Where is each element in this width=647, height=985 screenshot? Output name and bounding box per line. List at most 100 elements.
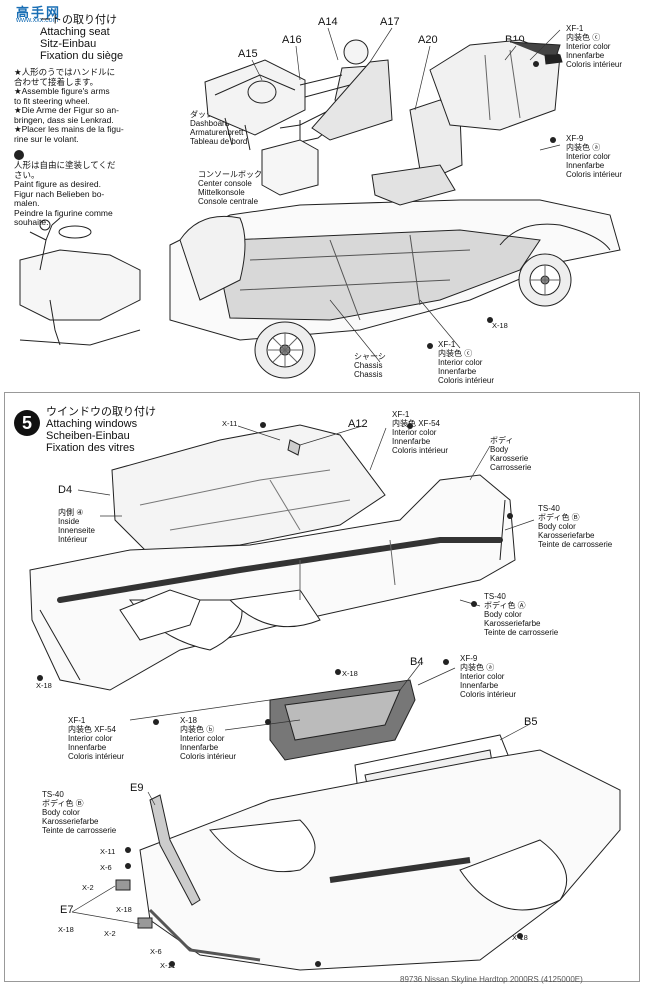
- paint-callout-xf9: XF-9 内装色 ⓐ Interior color Innenfarbe Col…: [566, 134, 622, 179]
- callout-x11: X-11: [160, 961, 176, 970]
- step4-title-de: Sitz-Einbau: [40, 38, 97, 50]
- callout-x18: X-18: [58, 925, 74, 934]
- label-line: 内装色 ⓐ: [460, 663, 495, 672]
- label-line: Coloris intérieur: [438, 376, 495, 385]
- label-line: XF-1: [566, 24, 584, 33]
- label-line: Innenfarbe: [460, 681, 499, 690]
- paint-callout-ts40-b-top: TS-40 ボディ色 Ⓑ Body color Karosseriefarbe …: [538, 504, 612, 549]
- label-line: Innenfarbe: [438, 367, 477, 376]
- label-line: Innenfarbe: [68, 743, 107, 752]
- note-line: Paint figure as desired.: [14, 179, 101, 189]
- step4-drawing: [19, 27, 621, 379]
- step5-title-de: Scheiben-Einbau: [46, 430, 130, 442]
- step4-title-en: Attaching seat: [40, 26, 110, 38]
- note-line: さい。: [14, 169, 40, 180]
- step4-title-fr: Fixation du siège: [40, 50, 124, 62]
- part-label-a20: A20: [418, 34, 438, 46]
- note-line: 人形は自由に塗装してくだ: [14, 160, 116, 170]
- label-line: Body color: [42, 808, 80, 817]
- paint-icon: [14, 150, 24, 160]
- callout-x6: X-6: [150, 947, 162, 956]
- site-logo: 高手网 www.xxx.com: [12, 2, 84, 28]
- part-label-b5: B5: [524, 716, 538, 728]
- label-line: XF-9: [566, 134, 584, 143]
- label-line: 内装色 XF-54: [392, 419, 441, 428]
- label-line: Innenseite: [58, 526, 95, 535]
- label-line: Interior color: [460, 672, 505, 681]
- note-line: to fit steering wheel.: [14, 95, 90, 106]
- label-line: Interior color: [566, 152, 611, 161]
- inside-label: 内側 ④ Inside Innenseite Intérieur: [58, 508, 95, 544]
- label-line: Teinte de carrosserie: [42, 826, 117, 835]
- part-label-d4: D4: [58, 484, 73, 496]
- note-line: ★人形のうではハンドルに: [14, 67, 116, 77]
- label-line: Armaturenbrett: [190, 128, 244, 137]
- label-line: Teinte de carrosserie: [484, 628, 559, 637]
- label-line: Interior color: [438, 358, 483, 367]
- paint-callout-x18-b: X-18 内装色 ⓑ Interior color Innenfarbe Col…: [180, 716, 236, 761]
- note-line: ★Die Arme der Figur so an-: [14, 105, 119, 115]
- note-line: Figur nach Belieben bo-: [14, 188, 105, 199]
- label-line: ボディ: [490, 436, 514, 445]
- label-line: Mittelkonsole: [198, 188, 245, 197]
- label-line: Coloris intérieur: [180, 752, 237, 761]
- step5-title-fr: Fixation des vitres: [46, 442, 135, 454]
- callout-x2: X-2: [82, 883, 94, 892]
- label-line: Intérieur: [58, 535, 88, 544]
- step5-number: 5: [14, 410, 40, 436]
- label-line: Coloris intérieur: [392, 446, 449, 455]
- paint-callout-ts40-a: TS-40 ボディ色 Ⓐ Body color Karosseriefarbe …: [484, 592, 558, 637]
- part-label-a15: A15: [238, 48, 258, 60]
- label-line: Innenfarbe: [566, 161, 605, 170]
- light-e7-drawing: [115, 879, 153, 929]
- label-line: ボディ色 Ⓑ: [538, 513, 580, 522]
- paint-callout-xf1-top: XF-1 内装色 ⓒ Interior color Innenfarbe Col…: [566, 24, 622, 69]
- figure-inset-sketch: [19, 217, 141, 346]
- bumper-e9-drawing: [149, 794, 201, 906]
- label-line: Coloris intérieur: [460, 690, 517, 699]
- label-line: TS-40: [42, 790, 64, 799]
- label-line: 内装色 ⓐ: [566, 143, 601, 152]
- label-line: TS-40: [538, 504, 560, 513]
- label-line: 内装色 ⓑ: [180, 725, 215, 734]
- label-line: Interior color: [68, 734, 113, 743]
- step5-title-jp: ウインドウの取り付け: [46, 406, 156, 418]
- label-line: Body color: [484, 610, 522, 619]
- label-line: XF-1: [438, 340, 456, 349]
- note-line: ★Placer les mains de la figu-: [14, 124, 124, 134]
- label-line: XF-9: [460, 654, 478, 663]
- part-label-a16: A16: [282, 34, 302, 46]
- label-line: コンソールボックス: [198, 170, 270, 179]
- console-drawing: [261, 120, 319, 196]
- label-line: Interior color: [566, 42, 611, 51]
- part-label-e9: E9: [130, 782, 144, 794]
- label-line: Inside: [58, 517, 80, 526]
- site-logo-text: 高手网: [16, 5, 62, 20]
- note-line: rine sur le volant.: [14, 133, 79, 144]
- driver-seat-drawing: [311, 59, 393, 141]
- part-label-b4: B4: [410, 656, 424, 668]
- note-line: malen.: [14, 198, 40, 208]
- step5-title-en: Attaching windows: [46, 418, 138, 430]
- page-footer: 89736 Nissan Skyline Hardtop 2000RS (412…: [400, 975, 583, 984]
- paint-callout-xf1-bottom: XF-1 内装色 ⓒ Interior color Innenfarbe Col…: [438, 340, 494, 385]
- body-lower-drawing: [139, 749, 621, 971]
- part-label-a17: A17: [380, 16, 400, 28]
- label-line: Dashboard: [190, 119, 230, 128]
- window-d4-drawing: [111, 424, 386, 551]
- paint-callout-xf9-step5: XF-9 内装色 ⓐ Interior color Innenfarbe Col…: [460, 654, 516, 699]
- label-line: Console centrale: [198, 197, 259, 206]
- label-line: X-18: [180, 716, 197, 725]
- label-line: 内装色 XF-54: [68, 725, 117, 734]
- label-line: Interior color: [180, 734, 225, 743]
- label-line: Karosseriefarbe: [538, 531, 595, 540]
- label-line: ボディ色 Ⓐ: [484, 601, 526, 610]
- callout-x18: X-18: [36, 681, 52, 690]
- callout-x18: X-18: [492, 321, 508, 330]
- label-line: Chassis: [354, 361, 383, 370]
- label-line: Coloris intérieur: [566, 170, 623, 179]
- label-line: Innenfarbe: [392, 437, 431, 446]
- label-line: 内装色 ⓒ: [438, 349, 473, 358]
